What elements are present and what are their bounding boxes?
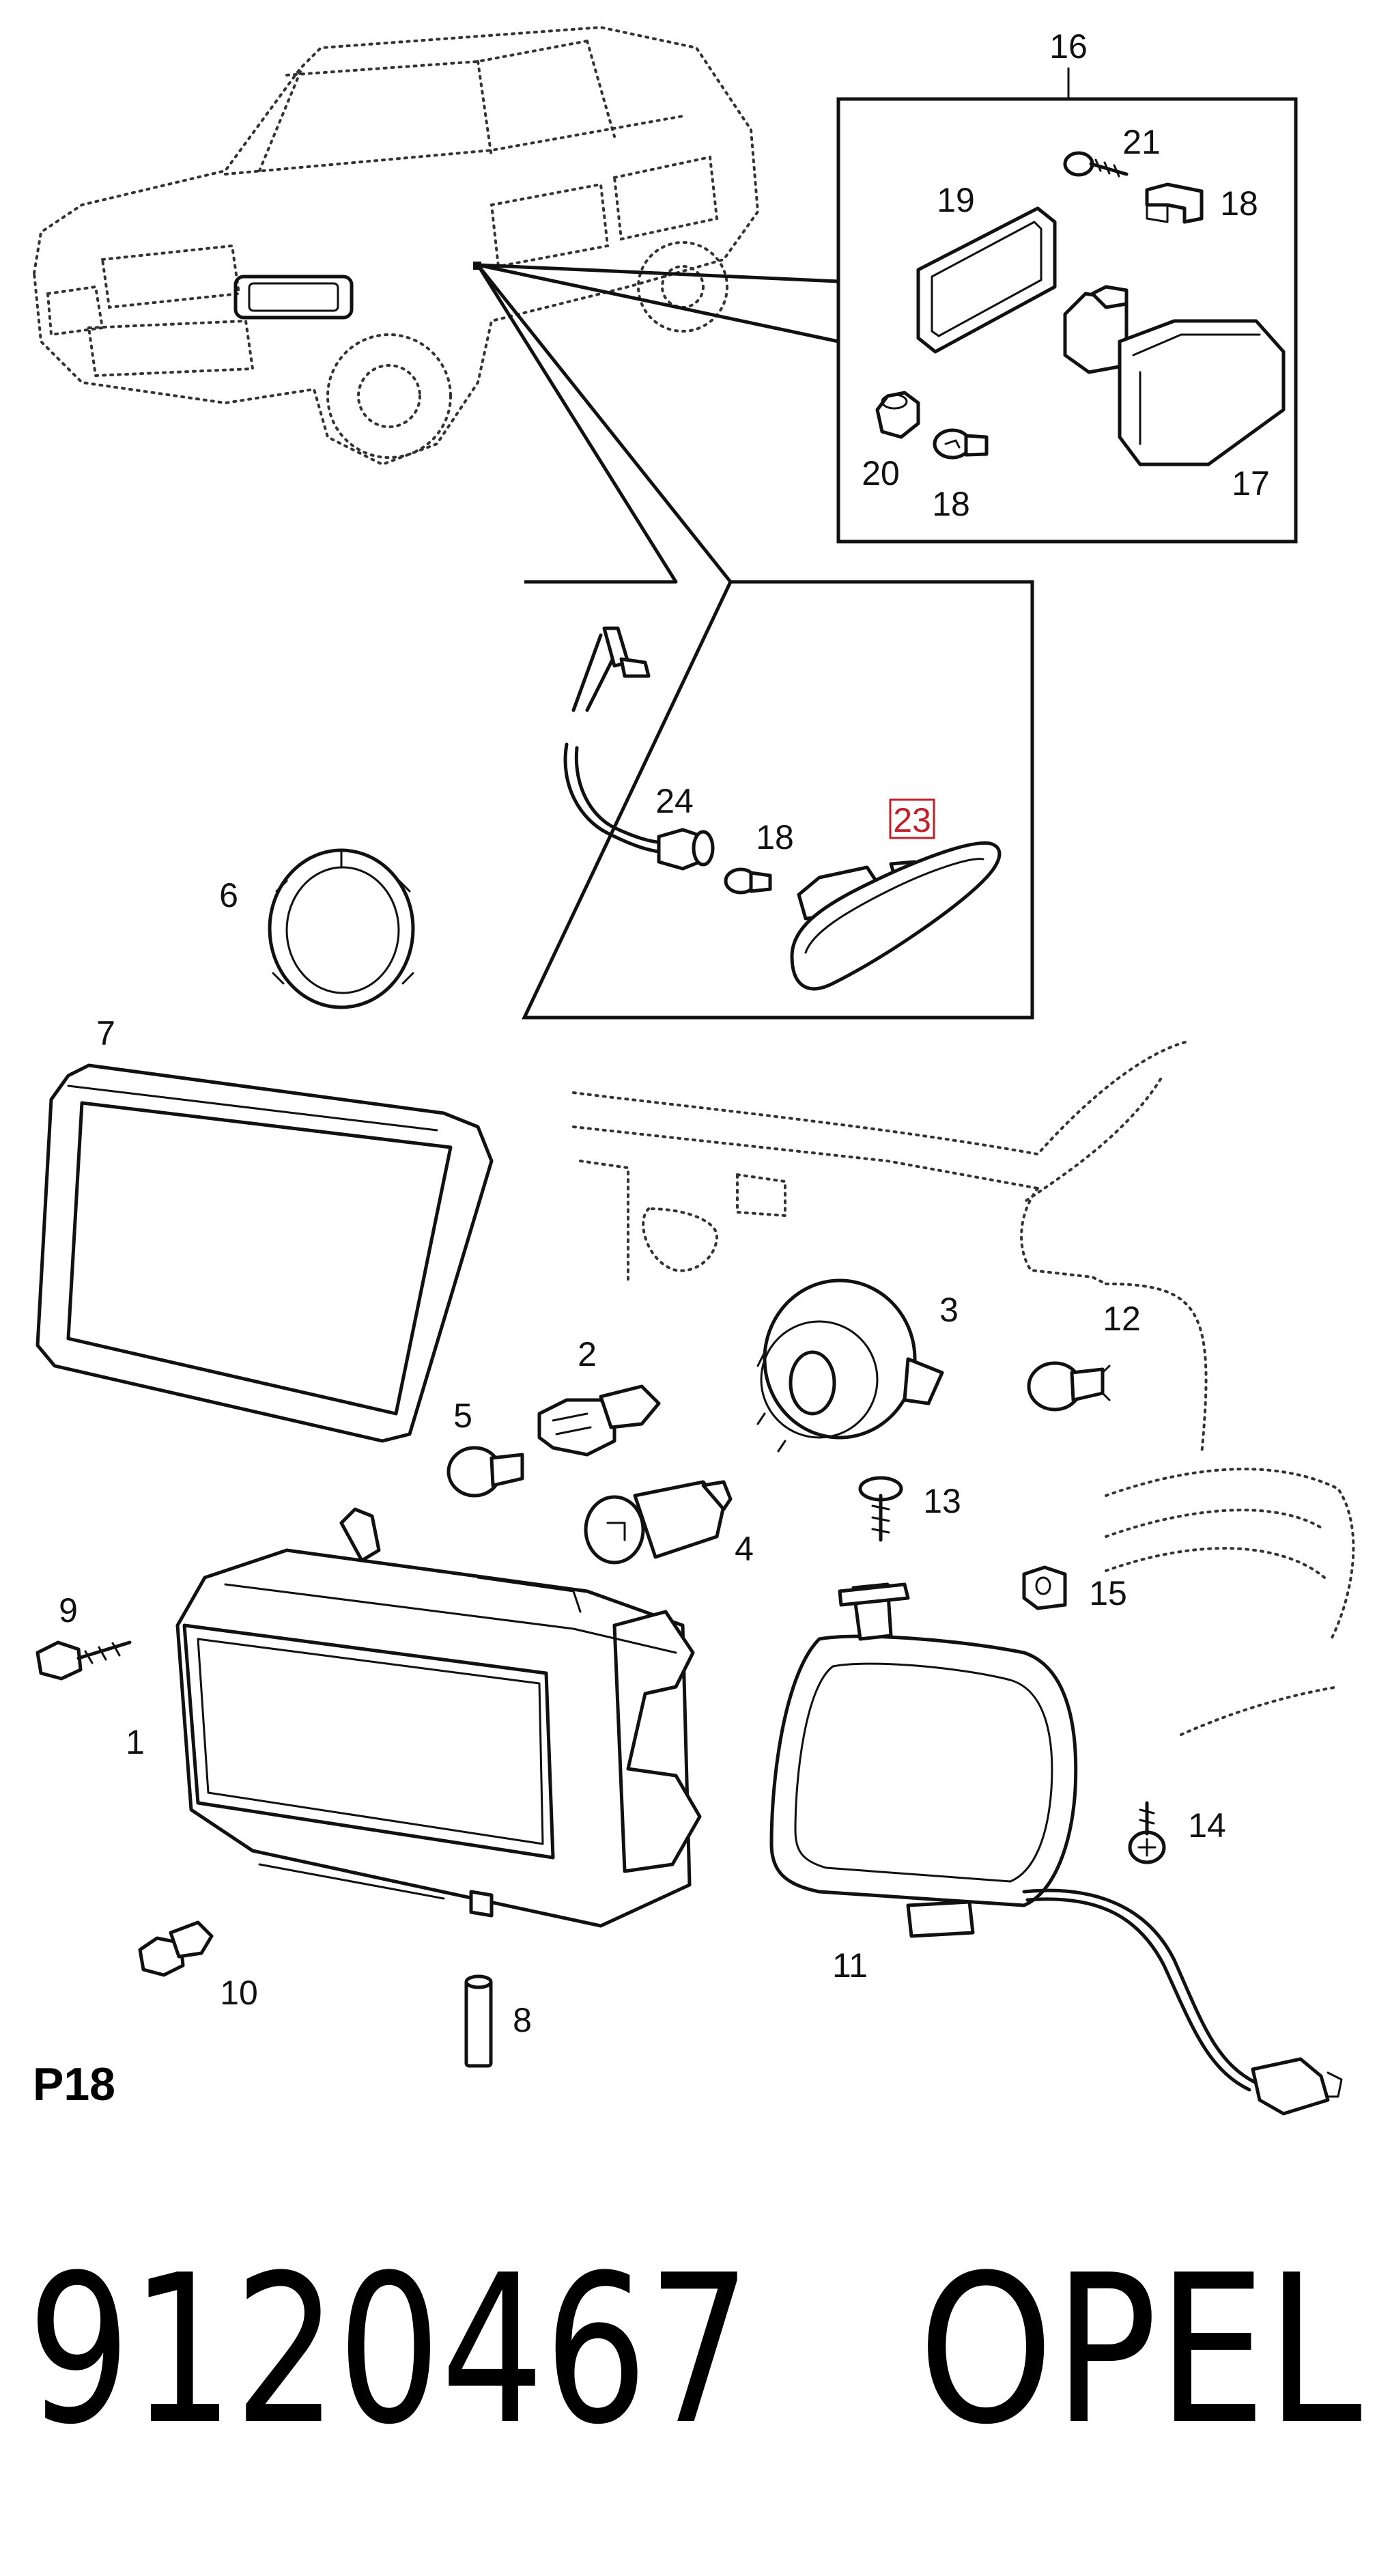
bolt-10	[138, 1920, 214, 1977]
callout-20: 19	[937, 181, 975, 219]
wire-harness-24	[563, 626, 715, 871]
callout-22: 21	[1122, 123, 1161, 161]
callout-4: 4	[735, 1530, 754, 1568]
gasket-20	[916, 206, 1057, 354]
clip-19	[1145, 182, 1204, 224]
callout-18-inset: 18	[756, 818, 794, 856]
socket-3	[756, 1278, 944, 1453]
callout-23: 23	[893, 801, 931, 839]
callout-8: 8	[513, 2001, 532, 2039]
bulb-4	[584, 1480, 733, 1565]
screw-14	[1128, 1801, 1166, 1864]
callout-13: 13	[923, 1482, 961, 1520]
callout-6: 6	[219, 876, 238, 914]
retaining-ring-6	[268, 848, 415, 1009]
callout-3: 3	[939, 1291, 959, 1329]
callout-9: 9	[59, 1591, 78, 1629]
clip-15	[1022, 1565, 1067, 1610]
callout-16: 16	[1049, 27, 1088, 66]
indicator-lamp-11	[769, 1582, 1343, 2116]
inset-box-23	[522, 580, 1034, 1020]
pin-8	[464, 1974, 493, 2068]
callout-19: 18	[1220, 184, 1258, 223]
bulb-18-box	[933, 428, 989, 460]
highlight-box-23	[889, 798, 935, 839]
callout-17: 17	[1232, 464, 1270, 503]
callout-12: 12	[1103, 1300, 1141, 1338]
callout-21: 20	[862, 454, 900, 492]
side-marker-lamp-17	[1063, 285, 1286, 466]
callout-1: 1	[126, 1723, 145, 1761]
bulb-18-inset	[724, 867, 772, 895]
callout-14: 14	[1188, 1806, 1226, 1845]
bulb-5	[446, 1446, 524, 1498]
screw-13	[858, 1476, 903, 1542]
callout-2: 2	[578, 1335, 597, 1373]
callout-15: 15	[1089, 1574, 1127, 1612]
inset-box-16	[836, 67, 1298, 544]
part-number: 9120467	[27, 2231, 751, 2469]
vehicle-illustration	[32, 25, 760, 466]
side-repeater-23	[790, 841, 1002, 991]
frame-7	[36, 1063, 494, 1443]
callout-7: 7	[96, 1014, 115, 1052]
screw-22	[1063, 151, 1129, 178]
headlamp-1	[175, 1507, 702, 1928]
callout-11: 11	[832, 1946, 868, 1985]
screw-9	[36, 1640, 132, 1681]
body-panel	[572, 1040, 1355, 1736]
socket-2	[537, 1384, 661, 1457]
callout-5: 5	[453, 1397, 472, 1435]
callout-18-box: 18	[932, 485, 970, 523]
callout-24: 24	[655, 782, 694, 820]
leader-lines	[476, 263, 840, 584]
page-code: P18	[33, 2058, 115, 2110]
bulb-holder-21	[875, 391, 920, 439]
bulb-12	[1027, 1361, 1111, 1412]
callout-labels: 16 21 19 18 20 18 17 24 18 23 6 7 3 12 2…	[59, 27, 1270, 2039]
callout-10: 10	[220, 1974, 258, 2012]
brand-name: OPEL	[918, 2231, 1363, 2469]
